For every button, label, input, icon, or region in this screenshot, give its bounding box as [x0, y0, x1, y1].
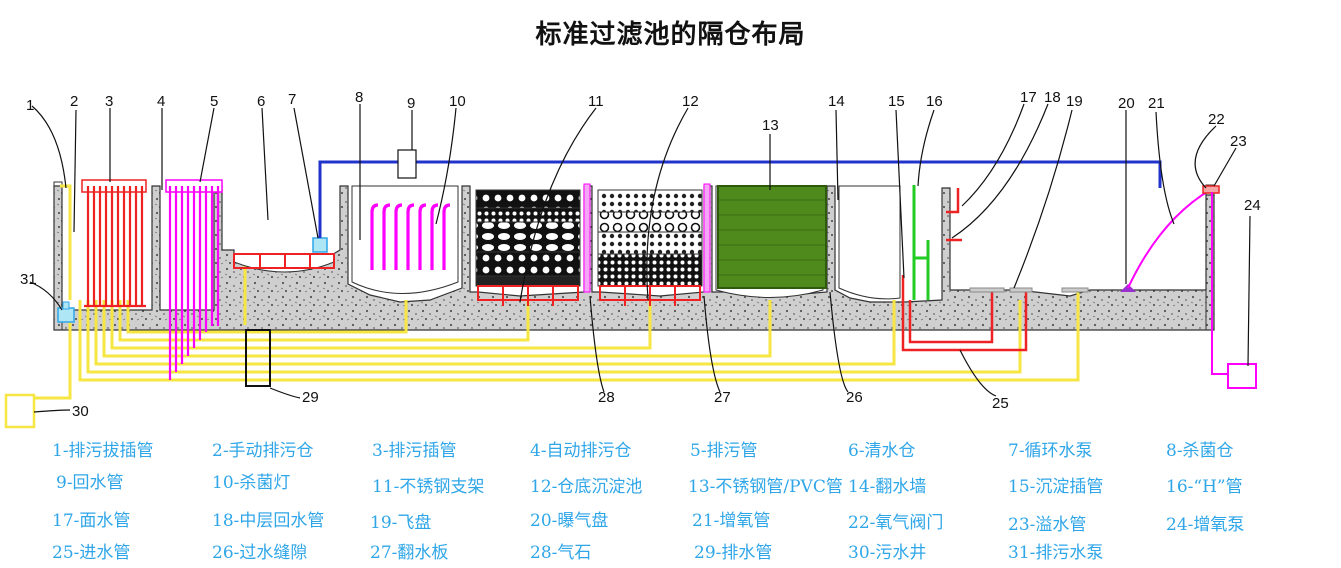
callout-28: 28 [598, 389, 615, 406]
callout-11: 11 [588, 93, 604, 110]
floating-discs-19 [969, 287, 1089, 293]
sewage-pipes-5 [165, 179, 223, 380]
callout-20: 20 [1118, 95, 1135, 112]
callout-numbers: 1 2 3 4 5 6 7 8 9 10 11 12 13 14 15 16 1… [20, 89, 1261, 420]
callout-10: 10 [449, 93, 466, 110]
callout-7: 7 [288, 91, 296, 108]
filter-media-chamber-2 [597, 189, 703, 306]
drain-pipes [34, 184, 1080, 400]
callout-15: 15 [888, 93, 905, 110]
callout-23: 23 [1230, 133, 1247, 150]
pipe-media-13 [717, 185, 827, 289]
callout-8: 8 [355, 89, 363, 106]
callout-18: 18 [1044, 89, 1061, 106]
callout-17: 17 [1020, 89, 1037, 106]
sewage-well-30 [4, 393, 36, 429]
clean-water-tray [233, 253, 335, 273]
flip-plate-28 [583, 183, 591, 293]
callout-31: 31 [20, 271, 37, 288]
sediment-and-inlet-pipes-25 [901, 188, 1028, 352]
callout-12: 12 [682, 93, 699, 110]
oxygen-tube-21 [1127, 189, 1211, 289]
return-pipe-9 [318, 160, 1162, 238]
leader-lines [29, 103, 1251, 413]
flip-plate-27 [703, 183, 711, 293]
callout-19: 19 [1066, 93, 1083, 110]
callout-3: 3 [105, 93, 113, 110]
oxygen-pump-24 [1227, 363, 1257, 389]
drain-box-29 [245, 329, 271, 387]
sewage-insert-pipes-3 [81, 179, 147, 308]
callout-13: 13 [762, 117, 779, 134]
h-pipe-16 [912, 185, 930, 300]
overflow-pipe-23 [1211, 192, 1228, 375]
diagram-title: 标准过滤池的隔仓布局 [535, 20, 806, 50]
sewage-pump-31 [57, 301, 75, 323]
callout-14: 14 [828, 93, 845, 110]
circulation-pump-7 [312, 237, 328, 253]
callout-26: 26 [846, 389, 863, 406]
callout-21: 21 [1148, 95, 1165, 112]
callout-30: 30 [72, 403, 89, 420]
callout-16: 16 [926, 93, 943, 110]
callout-24: 24 [1244, 197, 1261, 214]
callout-25: 25 [992, 395, 1009, 412]
return-pipe-box [397, 149, 417, 179]
callout-22: 22 [1208, 111, 1225, 128]
callout-9: 9 [407, 95, 415, 112]
filter-media-chamber-1 [475, 189, 581, 306]
callout-29: 29 [302, 389, 319, 406]
callout-1: 1 [26, 97, 34, 114]
callout-27: 27 [714, 389, 731, 406]
uv-lamps-10 [370, 203, 451, 270]
callout-4: 4 [157, 93, 165, 110]
callout-2: 2 [70, 93, 78, 110]
callout-6: 6 [257, 93, 265, 110]
callout-5: 5 [210, 93, 218, 110]
